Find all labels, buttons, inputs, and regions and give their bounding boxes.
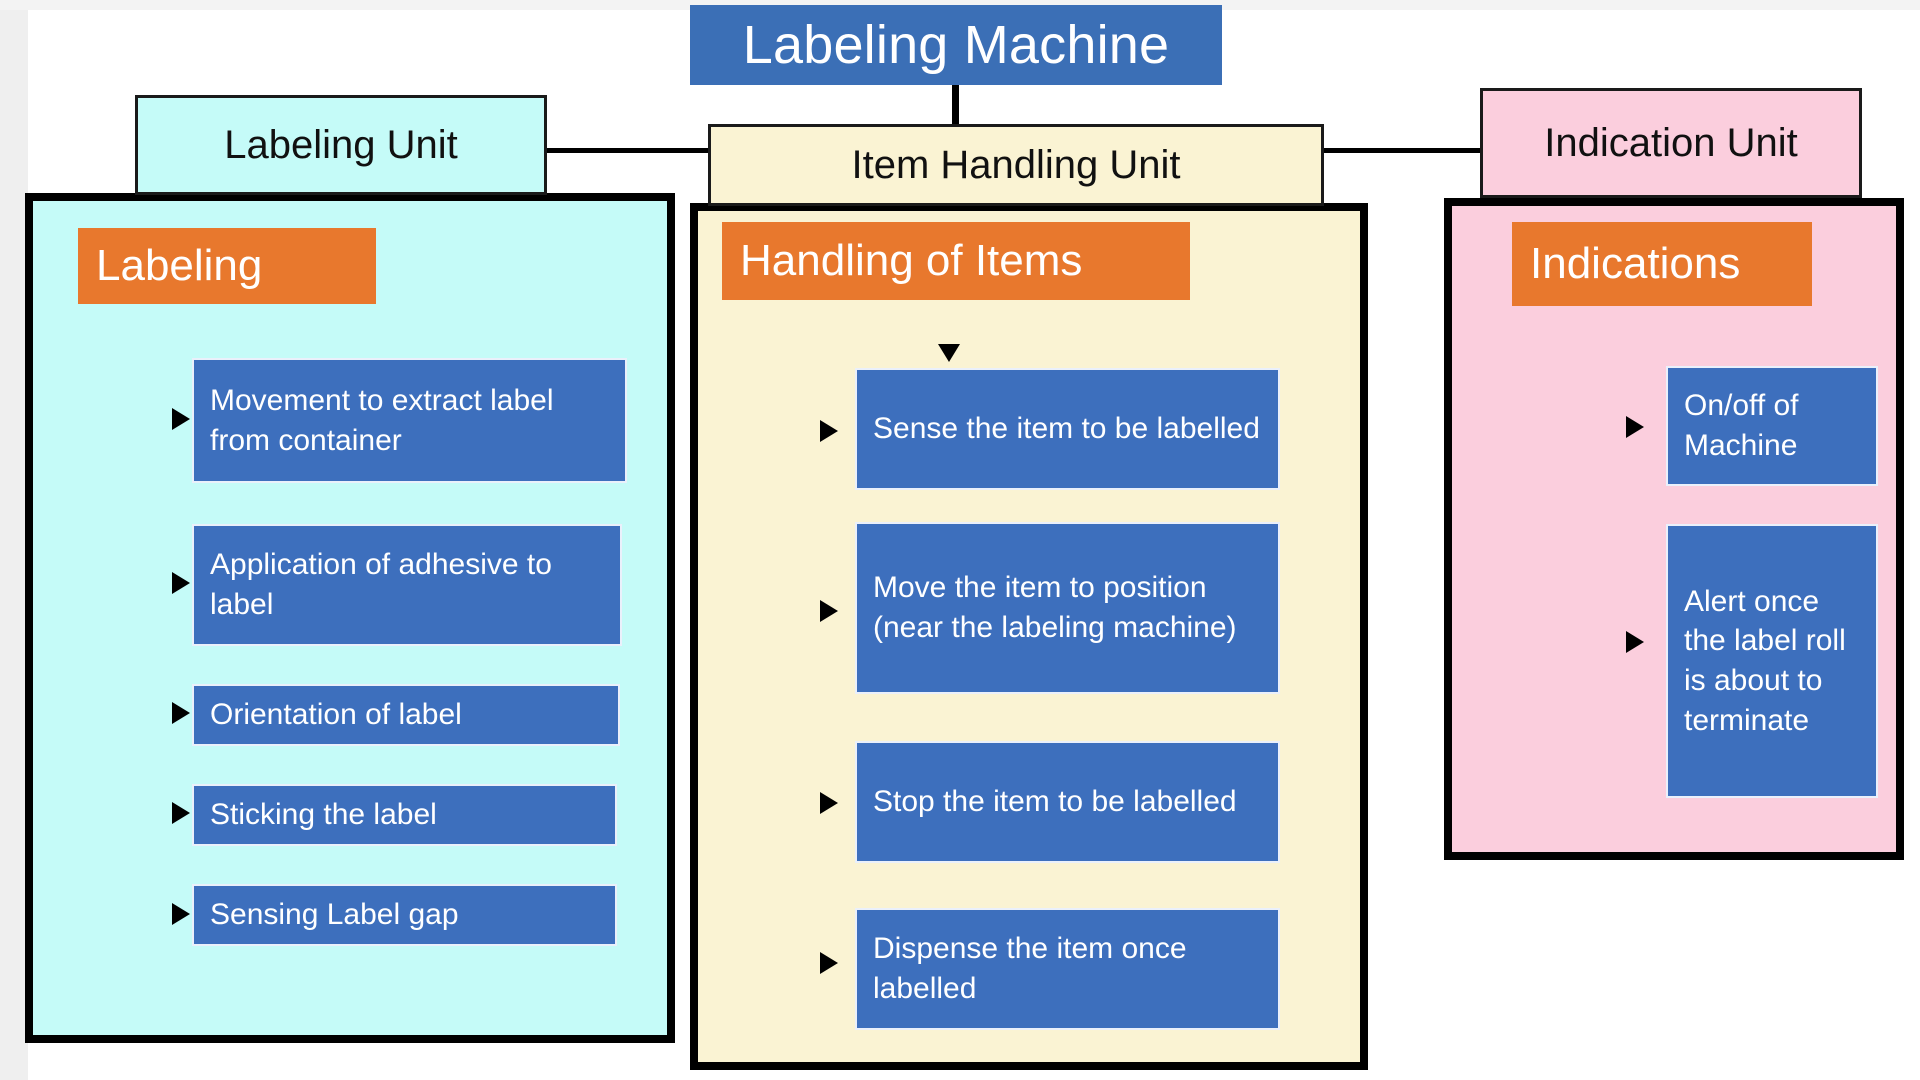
arrow-head-item-handling-4 [820, 952, 838, 974]
unit-tab-indication-unit[interactable]: Indication Unit [1480, 88, 1862, 198]
group-header-handling-of-items: Handling of Items [722, 222, 1190, 300]
task-label-labeling-1: Movement to extract label from container [210, 383, 554, 457]
task-label-item-handling-3: Stop the item to be labelled [873, 785, 1237, 819]
task-label-labeling-3: Orientation of label [210, 698, 462, 732]
arrow-head-indications-2 [1626, 631, 1644, 653]
task-box-indications-2[interactable]: Alert once the label roll is about to te… [1666, 524, 1878, 798]
task-box-labeling-4[interactable]: Sticking the label [192, 784, 617, 846]
arrow-head-item-handling-3 [820, 792, 838, 814]
group-header-label-indications: Indications [1530, 239, 1741, 288]
task-label-item-handling-4: Dispense the item once labelled [873, 932, 1187, 1005]
task-label-labeling-2: Application of adhesive to label [210, 548, 552, 621]
group-header-label-labeling: Labeling [96, 241, 263, 290]
task-label-item-handling-1: Sense the item to be labelled [873, 412, 1260, 446]
task-box-item-handling-2[interactable]: Move the item to position (near the labe… [855, 522, 1280, 694]
task-label-item-handling-2: Move the item to position (near the labe… [873, 571, 1237, 644]
connector-bus-left [546, 148, 709, 153]
root-node-labeling-machine: Labeling Machine [690, 5, 1222, 85]
unit-tab-label-indication-unit: Indication Unit [1544, 120, 1798, 165]
task-box-indications-1[interactable]: On/off of Machine [1666, 366, 1878, 486]
arrow-head-item-handling-2 [820, 600, 838, 622]
arrow-head-labeling-4 [172, 802, 190, 824]
task-box-item-handling-3[interactable]: Stop the item to be labelled [855, 741, 1280, 863]
task-box-labeling-5[interactable]: Sensing Label gap [192, 884, 617, 946]
arrow-head-labeling-3 [172, 702, 190, 724]
unit-tab-labeling-unit[interactable]: Labeling Unit [135, 95, 547, 195]
arrow-head-labeling-1 [172, 408, 190, 430]
arrow-head-labeling-5 [172, 903, 190, 925]
connector-bus-right [1322, 148, 1482, 153]
arrow-head-indications-1 [1626, 416, 1644, 438]
task-box-labeling-1[interactable]: Movement to extract label from container [192, 358, 627, 483]
task-label-labeling-5: Sensing Label gap [210, 898, 459, 932]
group-header-labeling: Labeling [78, 228, 376, 304]
task-box-labeling-2[interactable]: Application of adhesive to label [192, 524, 622, 646]
task-label-indications-2: Alert once the label roll is about to te… [1684, 584, 1846, 737]
left-edge-strip [0, 0, 28, 1080]
task-box-labeling-3[interactable]: Orientation of label [192, 684, 620, 746]
task-label-labeling-4: Sticking the label [210, 798, 437, 832]
arrow-head-down-item-handling [938, 344, 960, 362]
group-header-label-handling-of-items: Handling of Items [740, 236, 1083, 285]
task-label-indications-1: On/off of Machine [1684, 389, 1799, 462]
task-box-item-handling-4[interactable]: Dispense the item once labelled [855, 908, 1280, 1030]
connector-root-to-item-handling [952, 85, 959, 127]
unit-tab-label-item-handling-unit: Item Handling Unit [851, 142, 1181, 187]
arrow-head-labeling-2 [172, 572, 190, 594]
root-node-label: Labeling Machine [742, 15, 1170, 75]
unit-tab-item-handling-unit[interactable]: Item Handling Unit [708, 124, 1324, 206]
task-box-item-handling-1[interactable]: Sense the item to be labelled [855, 368, 1280, 490]
unit-tab-label-labeling-unit: Labeling Unit [224, 122, 458, 167]
arrow-head-item-handling-1 [820, 420, 838, 442]
group-header-indications: Indications [1512, 222, 1812, 306]
